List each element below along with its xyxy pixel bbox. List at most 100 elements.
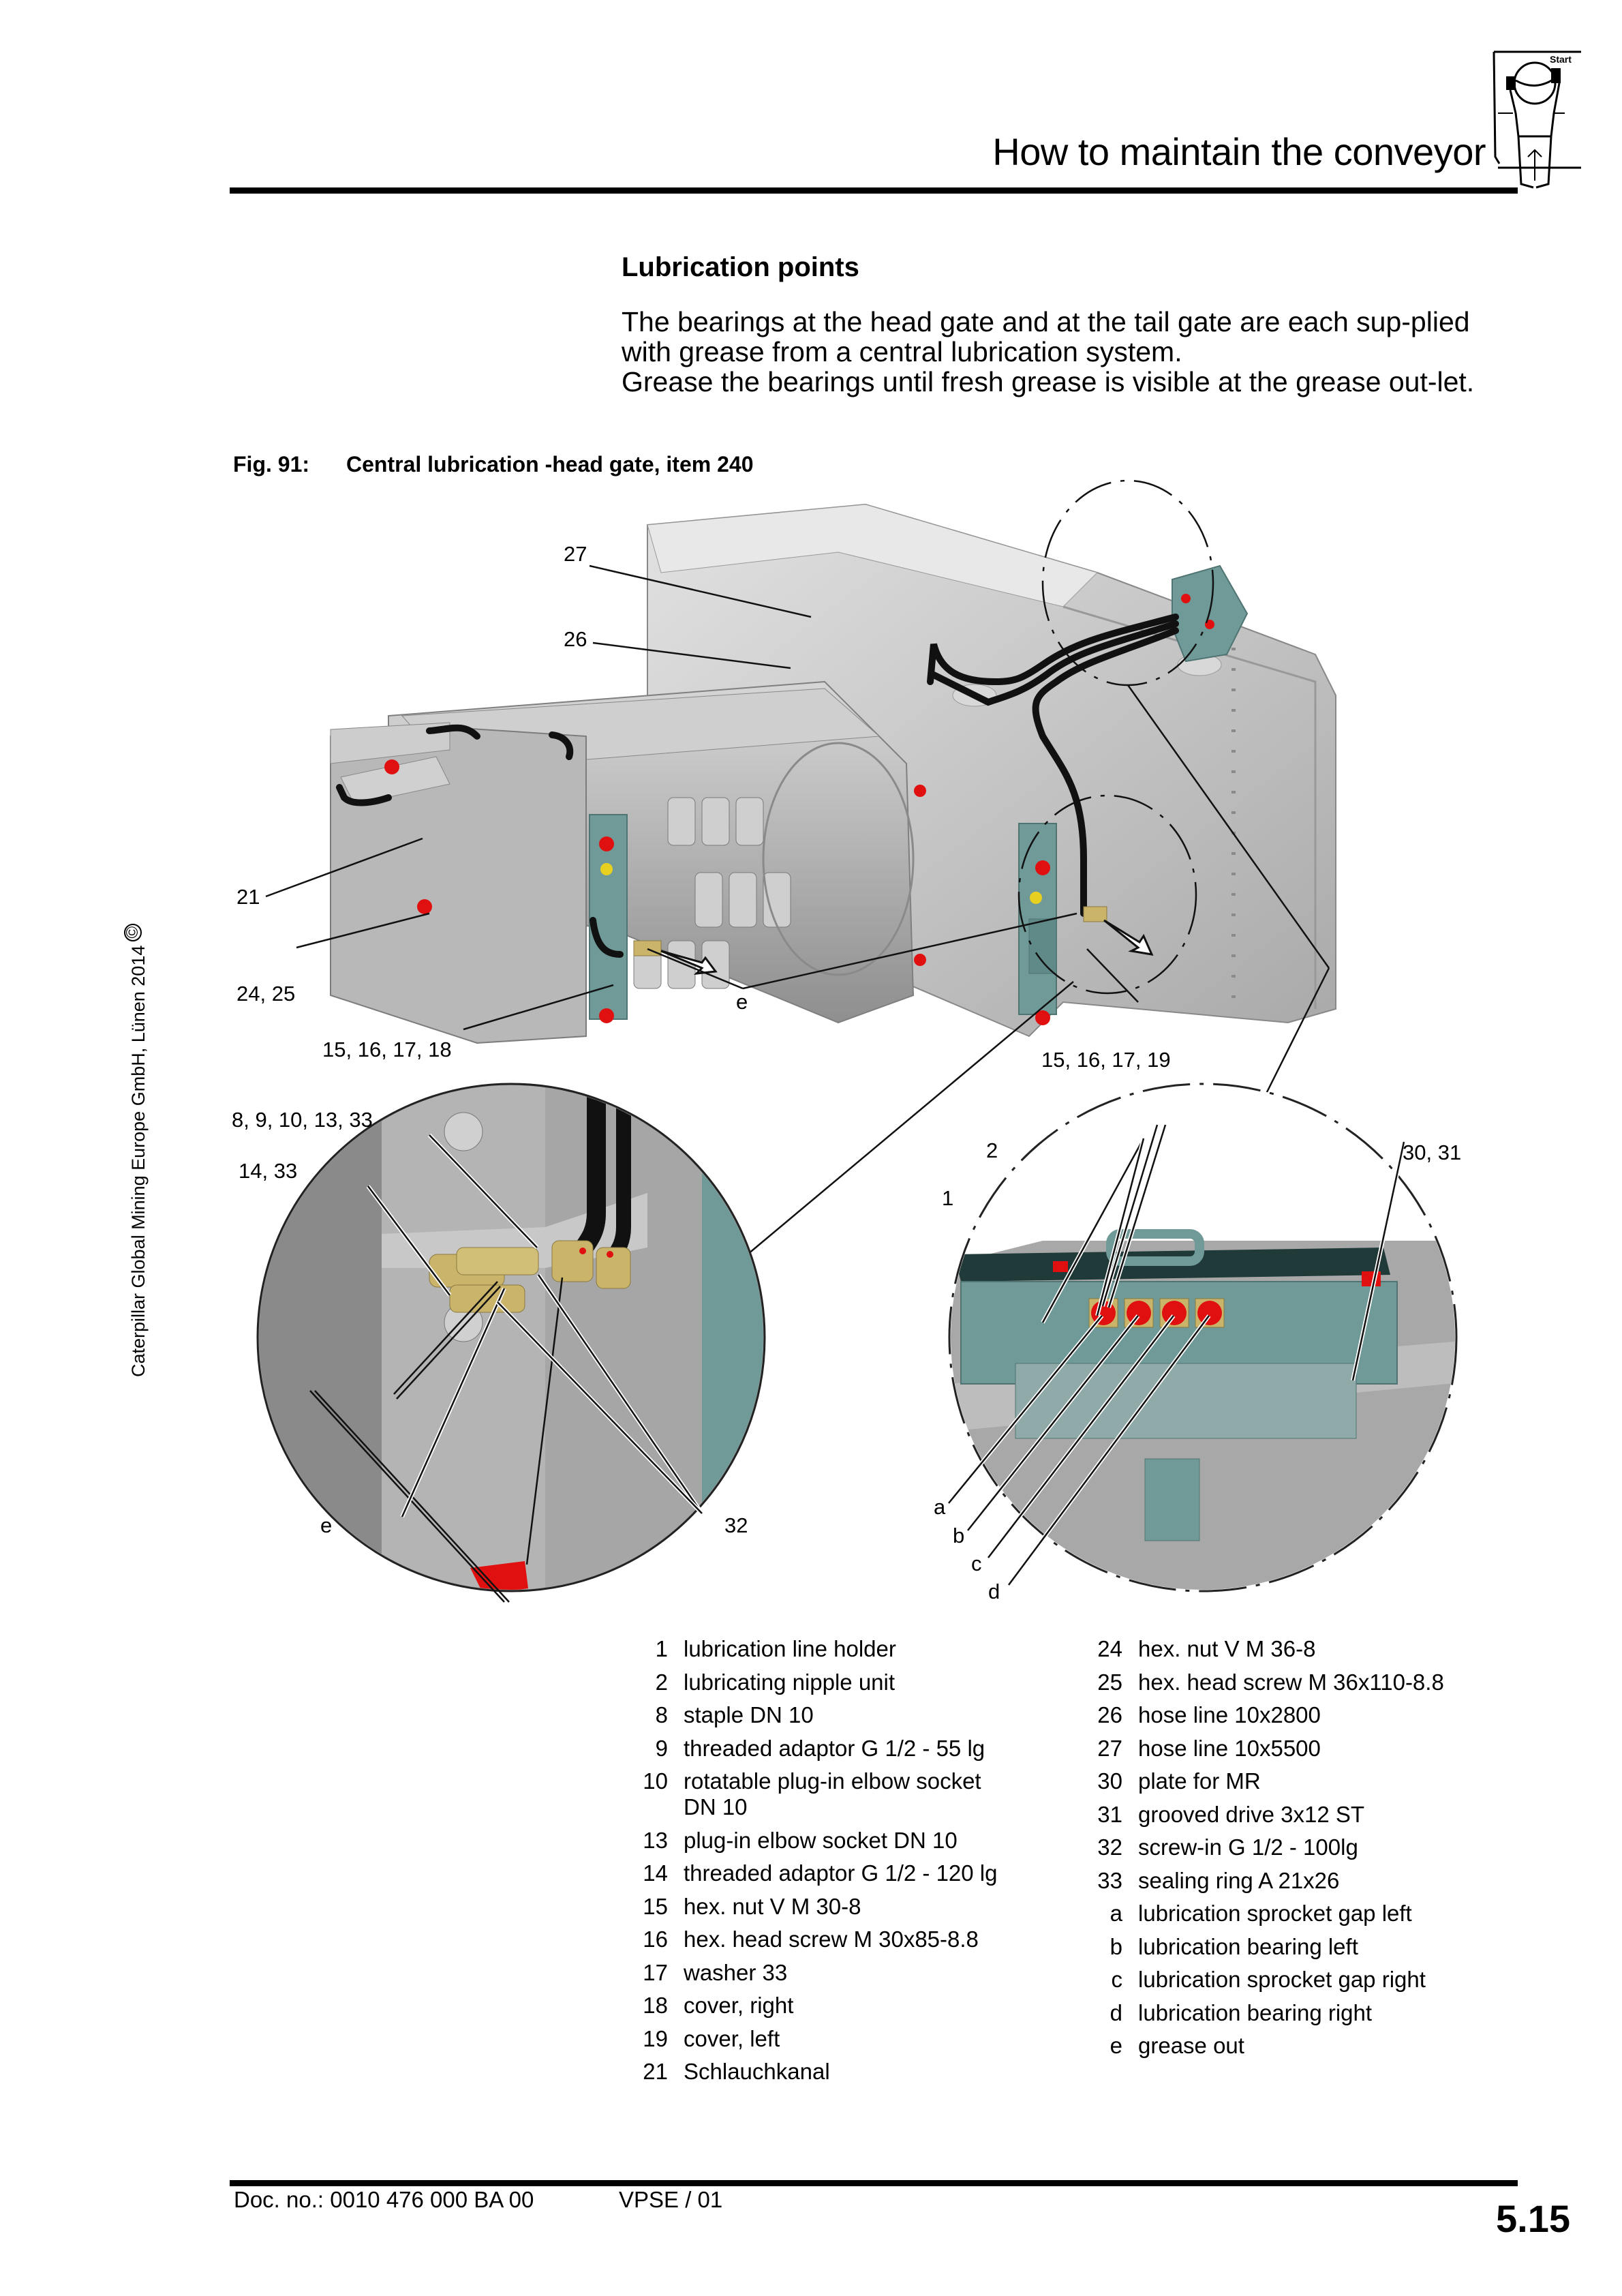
leader-lines-main (265, 564, 1330, 1262)
document-version: VPSE / 01 (619, 2187, 723, 2212)
figure-number: Fig. 91: (233, 452, 310, 477)
legend-item: 17 washer 33 (624, 1960, 1046, 1986)
legend-key: 31 (1097, 1801, 1122, 1827)
header-rule (230, 187, 1518, 194)
legend-description: rotatable plug-in elbow socket DN 10 (684, 1768, 981, 1819)
legend-key: 27 (1097, 1735, 1122, 1761)
legend-description: grease out (1138, 2033, 1244, 2058)
legend-description: hex. nut V M 30-8 (684, 1893, 861, 1919)
legend-description: hex. head screw M 30x85-8.8 (684, 1927, 979, 1952)
paragraph: Grease the bearings until fresh grease i… (622, 366, 1475, 397)
callout-21: 21 (236, 885, 260, 909)
legend-description: hose line 10x5500 (1138, 1735, 1321, 1761)
legend-description: lubrication line holder (684, 1636, 896, 1661)
legend-description: screw-in G 1/2 - 100lg (1138, 1834, 1358, 1860)
legend-item: 13 plug-in elbow socket DN 10 (624, 1828, 1046, 1854)
callout-15-16-17-18: 15, 16, 17, 18 (322, 1038, 452, 1061)
legend-item: 19 cover, left (624, 2026, 1046, 2052)
copyright-notice: Caterpillar Global Mining Europe GmbH, L… (123, 923, 149, 1377)
legend-item: e grease out (1078, 2033, 1555, 2059)
legend-description: Schlauchkanal (684, 2059, 830, 2084)
paragraph: The bearings at the head gate and at the… (622, 306, 1470, 367)
legend-key: e (1110, 2033, 1122, 2058)
legend-key: 30 (1097, 1768, 1122, 1794)
callout-e-detail: e (320, 1513, 333, 1537)
callout-8-9-10-13-33: 8, 9, 10, 13, 33 (232, 1108, 373, 1132)
callout-e-main: e (736, 990, 748, 1014)
figure-caption: Fig. 91: Central lubrication -head gate, … (233, 452, 753, 477)
legend-key: 13 (643, 1827, 668, 1853)
legend-description: staple DN 10 (684, 1702, 814, 1727)
legend-description: lubrication bearing left (1138, 1933, 1358, 1959)
legend-description: hose line 10x2800 (1138, 1702, 1321, 1727)
callout-15-16-17-19: 15, 16, 17, 19 (1041, 1048, 1171, 1072)
legend-key: 33 (1097, 1867, 1122, 1893)
head-gate-plate (330, 722, 614, 1044)
callout-24-25: 24, 25 (236, 982, 296, 1006)
callout-14-33: 14, 33 (239, 1159, 298, 1183)
legend-description: cover, left (684, 2025, 780, 2051)
legend-item: 1 lubrication line holder (624, 1636, 1046, 1662)
document-number: Doc. no.: 0010 476 000 BA 00 (234, 2187, 534, 2212)
logo-start-label: Start (1550, 54, 1572, 65)
callout-d: d (988, 1580, 1000, 1603)
legend-description: plug-in elbow socket DN 10 (684, 1827, 958, 1853)
legend-item: 31 grooved drive 3x12 ST (1078, 1802, 1555, 1828)
legend-right-column: 24 hex. nut V M 36-8 25 hex. head screw M 3… (1078, 1636, 1555, 2066)
legend-description: plate for MR (1138, 1768, 1261, 1794)
copyright-symbol: © (123, 923, 142, 941)
detail-view-nipple-unit (947, 1083, 1458, 1592)
chapter-title: How to maintain the conveyor (992, 130, 1486, 173)
legend-key: 19 (643, 2025, 668, 2051)
legend-key: 32 (1097, 1834, 1122, 1860)
legend-description: lubrication sprocket gap right (1138, 1967, 1426, 1992)
callout-b: b (953, 1524, 965, 1547)
legend-item: 27 hose line 10x5500 (1078, 1736, 1555, 1762)
legend-key: 10 (643, 1768, 668, 1794)
legend-description: hex. nut V M 36-8 (1138, 1636, 1316, 1661)
leader-lines-right-detail (947, 1124, 1406, 1586)
callout-a: a (934, 1495, 946, 1519)
legend-description: washer 33 (684, 1959, 788, 1985)
footer-rule (230, 2180, 1518, 2186)
figure-caption-text: Central lubrication -head gate, item 240 (346, 452, 754, 477)
callout-30-31: 30, 31 (1403, 1141, 1462, 1164)
legend-key: 16 (643, 1927, 668, 1952)
page-number: 5.15 (1496, 2197, 1570, 2240)
callout-c: c (971, 1552, 982, 1575)
legend-key: 14 (643, 1860, 668, 1886)
legend-key: 1 (655, 1636, 668, 1661)
legend-item: 24 hex. nut V M 36-8 (1078, 1636, 1555, 1662)
legend-key: 17 (643, 1959, 668, 1985)
legend-item: 15 hex. nut V M 30-8 (624, 1894, 1046, 1920)
legend-item: 25 hex. head screw M 36x110-8.8 (1078, 1670, 1555, 1695)
legend-key: 21 (643, 2059, 668, 2084)
legend-key: a (1110, 1901, 1122, 1926)
legend-key: 25 (1097, 1669, 1122, 1695)
legend-item: 21 Schlauchkanal (624, 2059, 1046, 2085)
legend-description: threaded adaptor G 1/2 - 120 lg (684, 1860, 998, 1886)
legend-key: 24 (1097, 1636, 1122, 1661)
figure-central-lubrication: 27 26 21 24, 25 15, 16, 17, 18 e 15, 16,… (225, 477, 1520, 1622)
callout-2: 2 (986, 1138, 998, 1162)
legend-key: 2 (655, 1669, 668, 1695)
legend-key: 15 (643, 1893, 668, 1919)
legend-description: grooved drive 3x12 ST (1138, 1801, 1365, 1827)
legend-description: hex. head screw M 36x110-8.8 (1138, 1669, 1444, 1695)
legend-item: 30 plate for MR (1078, 1768, 1555, 1794)
legend-item: 32 screw-in G 1/2 - 100lg (1078, 1834, 1555, 1860)
grease-outlet-arrows (633, 906, 1154, 975)
copyright-text: Caterpillar Global Mining Europe GmbH, L… (128, 945, 149, 1377)
callout-1: 1 (942, 1186, 954, 1210)
